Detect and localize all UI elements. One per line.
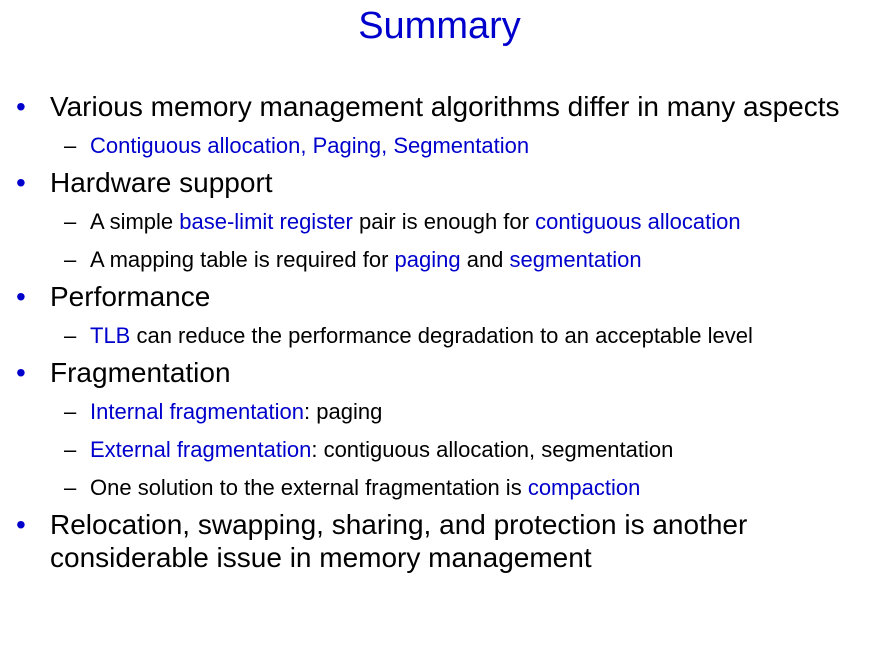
bullet-text: Hardware support [50,167,273,198]
highlight-compaction: compaction [527,475,641,500]
sub-bullet-external-fragmentation: –External fragmentation: contiguous allo… [0,437,879,463]
dash-marker: – [64,399,77,424]
sub-bullet-text: One solution to the external fragmentati… [90,475,528,500]
sub-bullet-text: and [460,247,510,272]
bullet-relocation: • Relocation, swapping, sharing, and pro… [0,508,879,574]
sub-bullet-text: can reduce the performance degradation t… [130,323,753,348]
bullet-marker: • [16,91,26,122]
bullet-fragmentation: • Fragmentation [0,356,879,389]
sub-bullet-mapping-table: –A mapping table is required for paging … [0,247,879,273]
sub-bullet-compaction: –One solution to the external fragmentat… [0,475,879,501]
dash-marker: – [64,133,77,158]
sub-bullet-tlb: –TLB can reduce the performance degradat… [0,323,879,349]
bullet-text: Relocation, swapping, sharing, and prote… [50,509,748,573]
bullet-performance: • Performance [0,280,879,313]
highlight-internal-fragmentation: Internal fragmentation [90,399,305,424]
sub-bullet-text: : paging [304,399,383,424]
bullet-algorithms: • Various memory management algorithms d… [0,90,879,123]
highlight-external-fragmentation: External fragmentation [90,437,312,462]
bullet-text: Various memory management algorithms dif… [50,91,840,122]
dash-marker: – [64,475,77,500]
highlight-paging: paging [394,247,461,272]
dash-marker: – [64,209,77,234]
highlight-base-limit-register: base-limit register [179,209,353,234]
dash-marker: – [64,247,77,272]
slide-content: • Various memory management algorithms d… [0,90,879,574]
highlight-contiguous-allocation: contiguous allocation [535,209,741,234]
dash-marker: – [64,437,77,462]
sub-bullet-text: A mapping table is required for [90,247,395,272]
bullet-marker: • [16,167,26,198]
bullet-text: Performance [50,281,211,312]
sub-bullet-text: pair is enough for [352,209,536,234]
dash-marker: – [64,323,77,348]
sub-bullet-text: Contiguous allocation, Paging, Segmentat… [90,133,530,158]
bullet-text: Fragmentation [50,357,231,388]
bullet-marker: • [16,281,26,312]
sub-bullet-text: : contiguous allocation, segmentation [311,437,674,462]
bullet-marker: • [16,509,26,540]
bullet-marker: • [16,357,26,388]
highlight-tlb: TLB [90,323,131,348]
highlight-segmentation: segmentation [509,247,642,272]
sub-bullet-algorithm-types: – Contiguous allocation, Paging, Segment… [0,133,879,159]
bullet-hardware-support: • Hardware support [0,166,879,199]
sub-bullet-internal-fragmentation: –Internal fragmentation: paging [0,399,879,425]
sub-bullet-base-limit: –A simple base-limit register pair is en… [0,209,879,235]
slide-title: Summary [358,5,521,47]
sub-bullet-text: A simple [90,209,180,234]
